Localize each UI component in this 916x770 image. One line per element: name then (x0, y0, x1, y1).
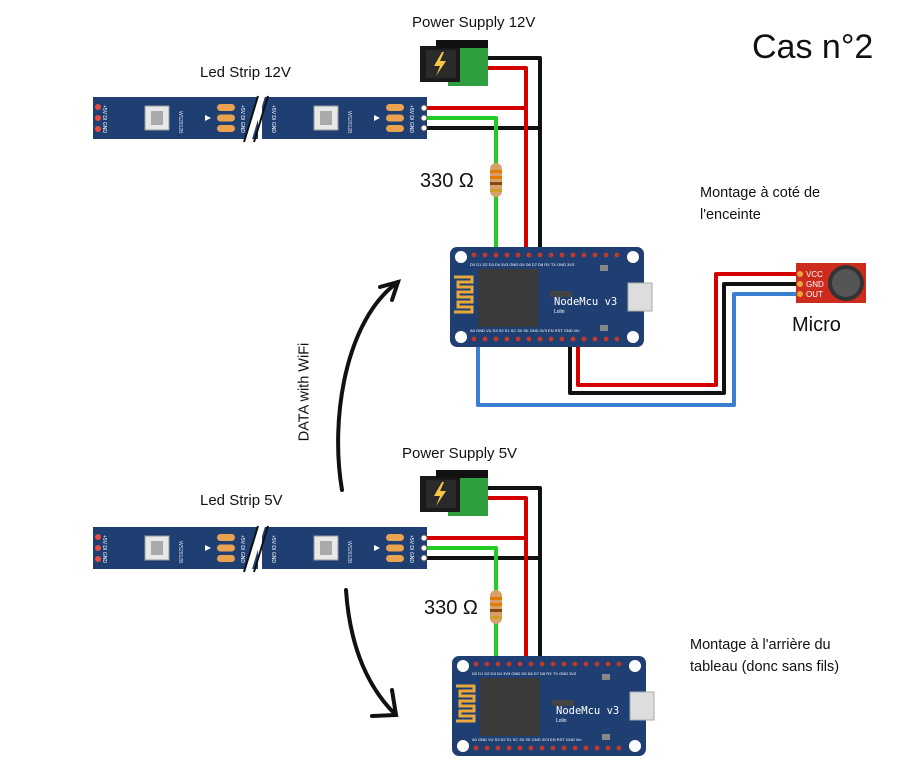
power-supply-12v-label: Power Supply 12V (412, 14, 536, 31)
arrow-up-head (378, 279, 402, 302)
top-wires (422, 56, 800, 407)
top-circuit: VCC GND OUT (92, 40, 866, 407)
nodemcu-bottom (450, 654, 656, 758)
wifi-arrows (336, 279, 402, 718)
top-note-line1: Montage à coté de (700, 185, 821, 201)
power-supply-12v (420, 40, 488, 86)
power-supply-5v (420, 470, 488, 516)
arrow-up-curve (336, 280, 400, 492)
wire-blue-mic (476, 292, 800, 407)
wire-green-data-5v (422, 546, 498, 592)
nodemcu-bottom-vendor: Lolin (556, 718, 567, 724)
arrow-down-curve (344, 588, 398, 717)
svg-text:VCC: VCC (806, 270, 823, 279)
wire-black-5v (486, 486, 542, 660)
bottom-circuit (92, 470, 656, 758)
led-strip-12v (92, 95, 428, 143)
wire-red-12v (422, 66, 528, 110)
nodemcu-top (448, 245, 654, 349)
svg-text:OUT: OUT (806, 290, 823, 299)
svg-text:GND: GND (806, 280, 824, 289)
top-note: Montage à coté de l'enceinte (700, 182, 820, 226)
resistor-bottom-label: 330 Ω (424, 597, 478, 619)
power-supply-5v-label: Power Supply 5V (402, 445, 518, 462)
bottom-wires (422, 486, 542, 660)
wire-red-5v (422, 496, 528, 540)
resistor-top-label: 330 Ω (420, 170, 474, 192)
led-strip-5v (92, 525, 428, 573)
wire-black-12v (486, 56, 542, 250)
micro-label: Micro (792, 314, 841, 336)
page-title: Cas n°2 (752, 28, 874, 66)
microphone-module: VCC GND OUT (796, 263, 866, 303)
wire-red-mic (576, 272, 800, 387)
resistor-top (490, 163, 502, 197)
wifi-label: DATA with WiFi (296, 342, 313, 442)
bottom-note-line2: tableau (donc sans fils) (690, 659, 840, 675)
bottom-note-line1: Montage à l'arrière du (690, 637, 831, 653)
nodemcu-bottom-name: NodeMcu v3 (556, 705, 620, 717)
resistor-bottom (490, 590, 502, 624)
nodemcu-top-name: NodeMcu v3 (554, 296, 618, 308)
led-strip-12v-label: Led Strip 12V (200, 64, 291, 81)
led-strip-5v-label: Led Strip 5V (200, 492, 283, 509)
arrow-down-head (370, 688, 399, 718)
nodemcu-top-vendor: Lolin (554, 309, 565, 315)
top-note-line2: l'enceinte (700, 207, 761, 223)
wire-green-data (422, 116, 498, 165)
bottom-note: Montage à l'arrière du tableau (donc san… (690, 634, 839, 678)
wire-black-mic (568, 282, 800, 395)
